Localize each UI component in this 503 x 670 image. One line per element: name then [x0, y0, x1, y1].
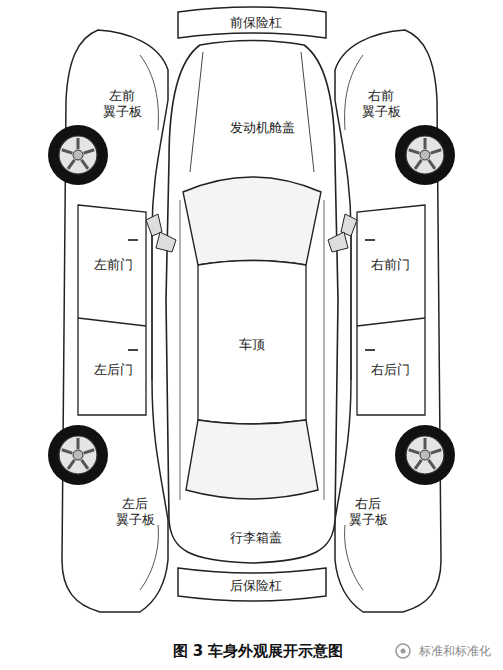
- part-name: 行李箱盖: [230, 530, 274, 546]
- part-name: 右前 翼子板: [359, 88, 403, 119]
- part-name: 右后门: [371, 362, 410, 378]
- part-name: 左前门: [94, 257, 133, 273]
- part-name: 左后门: [94, 362, 133, 378]
- right-side-view: [335, 30, 455, 612]
- part-name: 车顶: [239, 337, 265, 353]
- part-name: 左前 翼子板: [100, 88, 144, 119]
- left-side-view: [48, 30, 168, 612]
- front-bumper: [178, 7, 326, 38]
- watermark: 标准和标准化: [419, 644, 491, 658]
- watermark-icon: [396, 644, 410, 658]
- part-name: 后保险杠: [230, 578, 274, 594]
- part-name: 右前门: [371, 257, 410, 273]
- top-view: [156, 41, 348, 564]
- figure-caption: 图 3 车身外观展开示意图: [173, 642, 344, 661]
- rear-bumper: [178, 568, 326, 601]
- part-name: 右后 翼子板: [346, 496, 390, 527]
- part-name: 前保险杠: [230, 15, 274, 31]
- part-name: 发动机舱盖: [230, 120, 274, 136]
- part-name: 左后 翼子板: [113, 496, 157, 527]
